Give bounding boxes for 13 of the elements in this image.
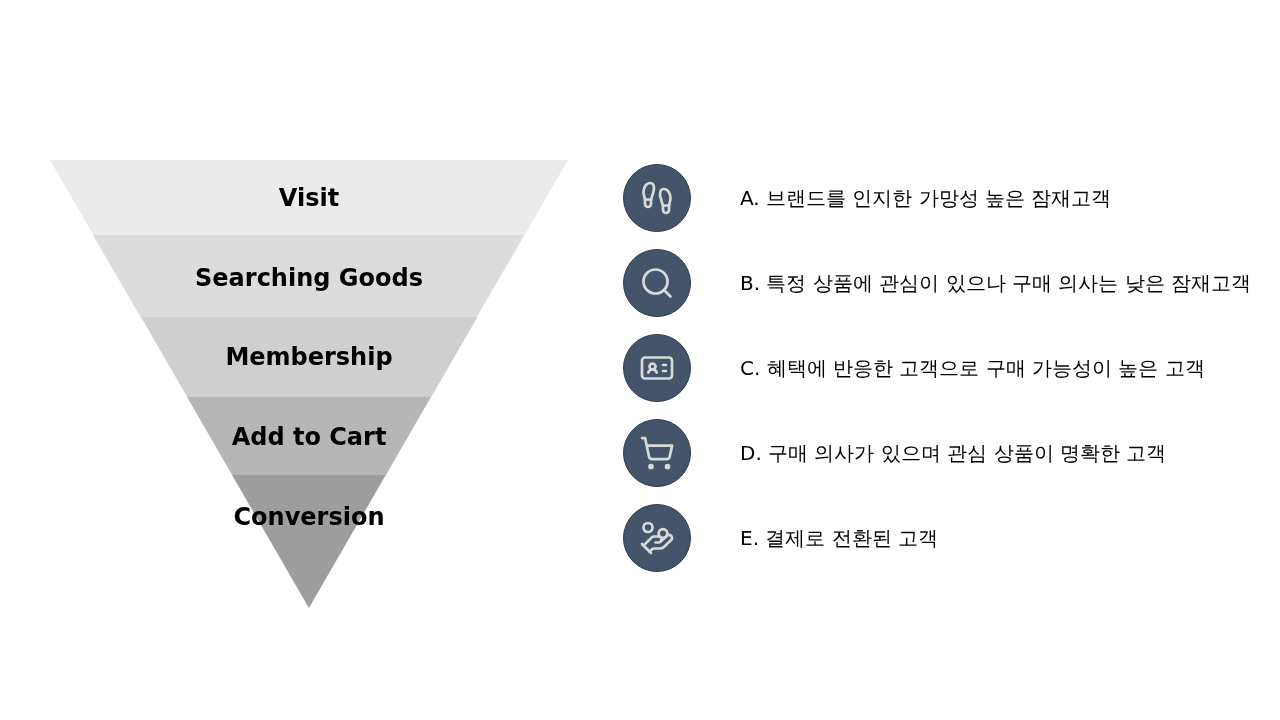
stage-description: E. 결제로 전환된 고객	[740, 525, 939, 552]
funnel-band	[140, 317, 478, 397]
funnel-band	[50, 160, 568, 235]
stage-label: Membership	[225, 342, 393, 373]
funnel-band	[93, 235, 525, 317]
stage-description: C. 혜택에 반응한 고객으로 구매 가능성이 높은 고객	[740, 355, 1205, 382]
stage-label: Searching Goods	[195, 263, 423, 294]
stage-label: Add to Cart	[231, 422, 387, 453]
funnel-band	[187, 397, 431, 475]
stage-description: A. 브랜드를 인지한 가망성 높은 잠재고객	[740, 185, 1112, 212]
stage-description: B. 특정 상품에 관심이 있으나 구매 의사는 낮은 잠재고객	[740, 270, 1251, 297]
stage-description: D. 구매 의사가 있으며 관심 상품이 명확한 고객	[740, 440, 1167, 467]
stage-label: Visit	[278, 183, 340, 214]
